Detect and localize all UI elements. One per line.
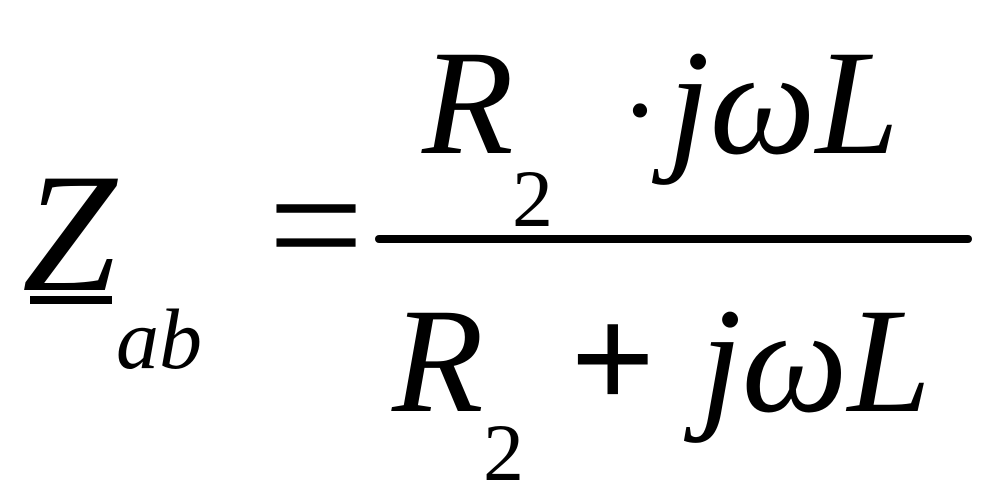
numerator-subscript: 2: [512, 153, 553, 244]
numerator-symbol: R: [422, 20, 514, 186]
equals-sign: =: [268, 131, 364, 319]
denominator-subscript: 2: [483, 407, 524, 498]
lhs-subscript: ab: [116, 291, 202, 387]
denominator-term: jωL: [700, 278, 932, 444]
numerator-term: jωL: [668, 20, 900, 186]
denominator-operator: +: [570, 276, 656, 442]
fraction-bar: [375, 235, 972, 243]
lhs-symbol: Z: [22, 139, 117, 327]
denominator-symbol: R: [392, 278, 484, 444]
complex-underline: [30, 296, 112, 304]
numerator-operator: ·: [620, 43, 660, 176]
